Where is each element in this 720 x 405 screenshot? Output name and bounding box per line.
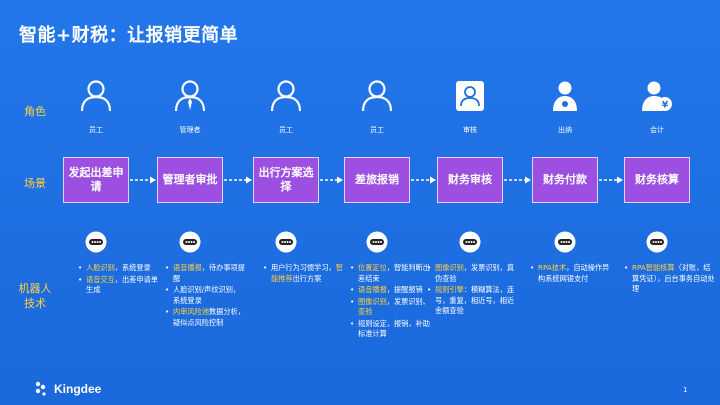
robot-tech-item: 规则引擎：模糊算法，连号，重复，相近号，相近金额查验 <box>427 285 519 317</box>
tech-text: 人脸识别/声纹识别，系统登录 <box>173 285 241 305</box>
robot-tech-item: RPA技术，自动操作异构系统网银支付 <box>530 263 612 284</box>
robot-icon <box>275 231 297 253</box>
robot-tech-item: RPA智能核算（对账，结算凭证），后台事务自动处理 <box>624 263 716 295</box>
role-name: 员工 <box>89 126 103 134</box>
logo-text: Kingdee <box>54 382 102 396</box>
tech-keyword: 图像识别 <box>435 263 464 272</box>
tech-text: ，待办事项提醒 <box>173 263 245 283</box>
flow-arrow <box>411 176 436 184</box>
flow-arrow <box>224 176 252 184</box>
robot-tech-list: 人脸识别，系统登录语音交互，出差申请单生成 <box>78 263 158 297</box>
page-number: 1 <box>683 386 688 394</box>
scene-box: 发起出差申请 <box>63 157 129 203</box>
kingdee-logo-mark-icon <box>35 381 46 396</box>
tech-keyword: 语音播报 <box>173 263 202 272</box>
tech-text: ，自动操作异构系统网银支付 <box>538 263 610 283</box>
person-icon <box>79 80 113 112</box>
tech-text: 规则设定，报销，补助标准计算 <box>358 318 430 339</box>
cashier-icon <box>548 80 582 112</box>
scene-box: 差旅报销 <box>344 157 410 203</box>
accountant-icon: ¥ <box>640 80 674 112</box>
tech-text: ，发票识别，真伪查验 <box>435 263 515 283</box>
flow-arrow <box>130 176 156 184</box>
scene-box: 财务审核 <box>437 157 503 203</box>
robot-tech-item: 图像识别，发票识别、查验 <box>350 297 430 318</box>
person-icon <box>360 80 394 112</box>
row-label-roles: 角色 <box>24 105 46 118</box>
robot-tech-list: 位置定位，智能判断出差结束语音播报，提醒报销图像识别，发票识别、查验规则设定，报… <box>350 263 430 341</box>
robot-tech-list: RPA技术，自动操作异构系统网银支付 <box>530 263 612 285</box>
tech-text: ，智能判断出差结束 <box>358 263 430 283</box>
role-name: 员工 <box>279 126 293 134</box>
tech-keyword: 人脸识别 <box>86 263 115 272</box>
robot-tech-list: 语音播报，待办事项提醒人脸识别/声纹识别，系统登录内审风险池数据分析，疑似点风险… <box>165 263 247 329</box>
robot-tech-item: 用户行为习惯学习，智能推荐出行方案 <box>263 263 343 284</box>
robot-tech-item: 语音播报，待办事项提醒 <box>165 263 247 284</box>
tech-keyword: 语音播报 <box>358 285 387 294</box>
robot-tech-item: 内审风险池数据分析，疑似点风险控制 <box>165 307 247 328</box>
robot-icon <box>366 231 388 253</box>
role-name: 出纳 <box>558 126 572 134</box>
robot-tech-item: 人脸识别/声纹识别，系统登录 <box>165 285 247 306</box>
tech-keyword: 查验 <box>358 307 373 316</box>
tech-keyword: RPA智能核算 <box>632 263 675 272</box>
scene-box: 财务付款 <box>532 157 598 203</box>
tech-keyword: 位置定位 <box>358 263 387 272</box>
robot-tech-item: 语音交互，出差申请单生成 <box>78 275 158 296</box>
role-name: 会计 <box>650 126 664 134</box>
kingdee-logo: Kingdee <box>34 380 101 398</box>
tech-keyword: 智能推荐 <box>271 263 343 283</box>
robot-icon <box>179 231 201 253</box>
person-icon <box>269 80 303 112</box>
robot-tech-item: 位置定位，智能判断出差结束 <box>350 263 430 284</box>
tech-text: ，发票识别、 <box>386 296 430 306</box>
row-label-robot-tech: 机器人技术 <box>18 282 52 310</box>
tech-keyword: 内审风险池 <box>173 307 209 316</box>
tech-text: ，系统登录 <box>114 263 151 272</box>
role-name: 员工 <box>370 126 384 134</box>
row-label-scenes: 场景 <box>24 177 46 190</box>
tech-text: ，出差申请单生成 <box>86 274 158 295</box>
tech-keyword: RPA技术 <box>538 263 567 272</box>
robot-icon <box>85 231 107 253</box>
robot-tech-item: 人脸识别，系统登录 <box>78 263 158 274</box>
tech-text: （对账，结算凭证），后台事务自动处理 <box>632 263 715 293</box>
robot-icon <box>554 231 576 253</box>
robot-icon <box>646 231 668 253</box>
auditor-icon <box>453 80 487 112</box>
tech-text: 出行方案 <box>292 273 322 283</box>
tech-text: ：模糊算法，连号，重复，相近号，相近金额查验 <box>435 285 515 315</box>
robot-icon <box>459 231 481 253</box>
page-title: 智能+财税：让报销更简单 <box>19 25 239 46</box>
tech-keyword: 语音交互 <box>86 274 115 284</box>
robot-tech-item: 规则设定，报销，补助标准计算 <box>350 319 430 340</box>
role-name: 审核 <box>463 126 477 134</box>
svg-text:¥: ¥ <box>662 101 669 111</box>
tech-keyword: 图像识别 <box>358 296 387 306</box>
robot-tech-item: 语音播报，提醒报销 <box>350 285 430 296</box>
tech-text: 用户行为习惯学习， <box>271 263 336 272</box>
robot-tech-list: 用户行为习惯学习，智能推荐出行方案 <box>263 263 343 285</box>
tech-keyword: 规则引擎 <box>435 285 464 294</box>
scene-box: 财务核算 <box>624 157 690 203</box>
role-name: 管理者 <box>179 126 201 134</box>
flow-arrow <box>599 176 623 184</box>
robot-tech-list: 图像识别，发票识别，真伪查验规则引擎：模糊算法，连号，重复，相近号，相近金额查验 <box>427 263 519 318</box>
scene-box: 管理者审批 <box>157 157 223 203</box>
tech-text: 数据分析，疑似点风险控制 <box>173 307 245 327</box>
robot-tech-list: RPA智能核算（对账，结算凭证），后台事务自动处理 <box>624 263 716 296</box>
flow-arrow <box>504 176 531 184</box>
manager-icon <box>173 80 207 112</box>
robot-tech-item: 图像识别，发票识别，真伪查验 <box>427 263 519 284</box>
scene-box: 出行方案选择 <box>253 157 319 203</box>
tech-text: ，提醒报销 <box>386 285 423 294</box>
flow-arrow <box>320 176 343 184</box>
